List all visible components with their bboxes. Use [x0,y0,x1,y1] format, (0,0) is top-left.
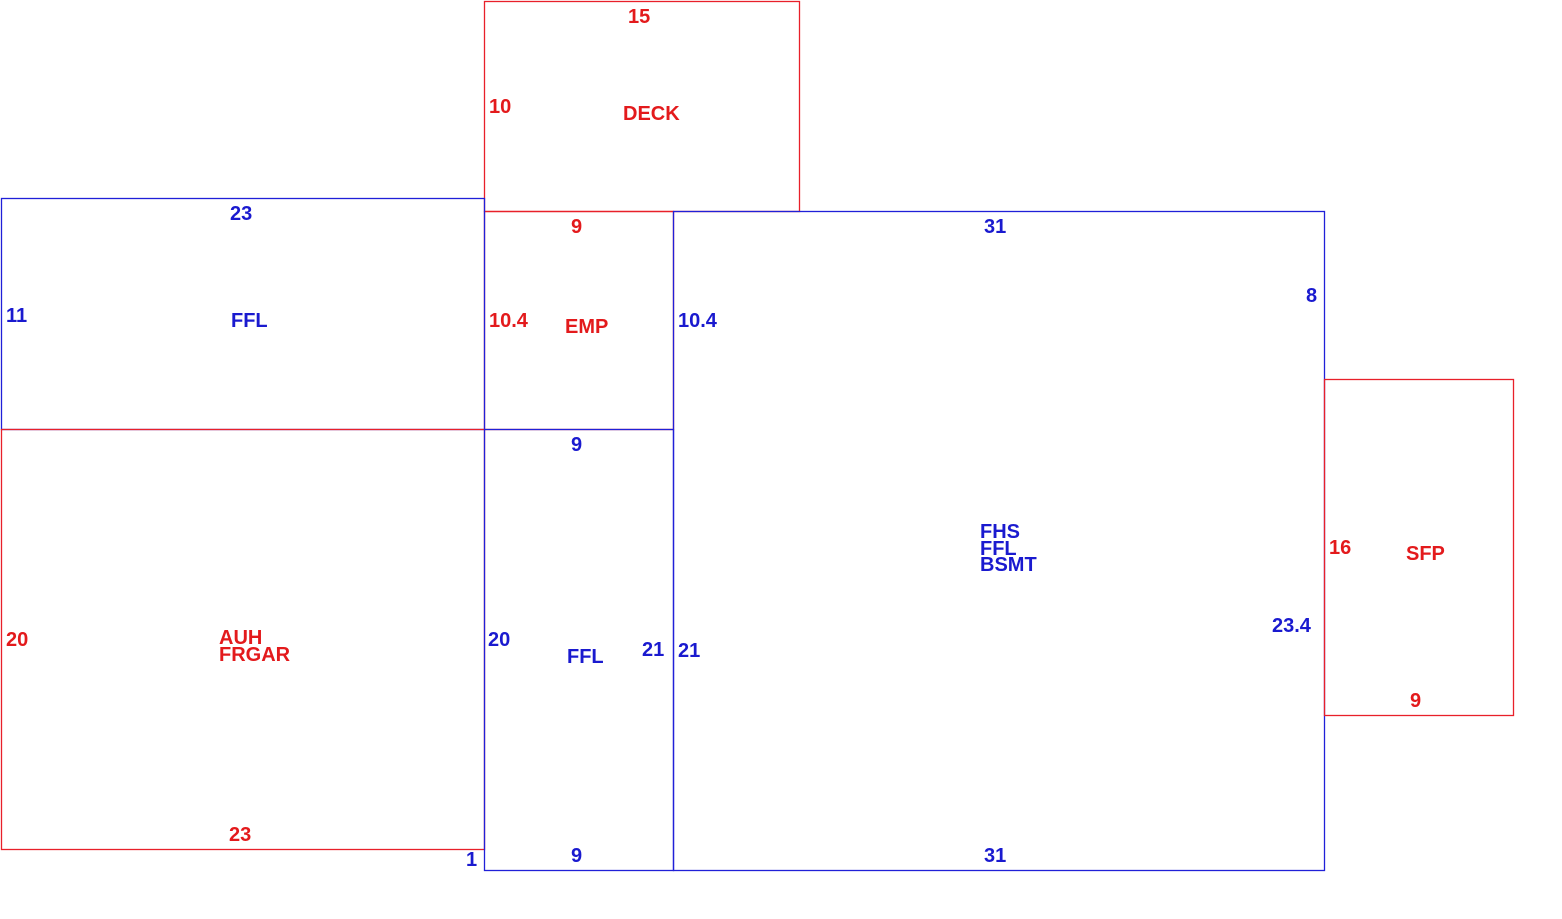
main-dim-right-top: 8 [1306,285,1317,307]
main-dim-left-top: 10.4 [678,310,718,332]
main-label-1: FHS [980,521,1020,543]
frgar-dim-left: 20 [6,629,28,651]
ffl-center-dim-right: 21 [642,639,664,661]
sfp-outline [1323,378,1515,717]
emp-dim-left: 10.4 [489,310,529,332]
frgar-label-2: FRGAR [219,644,291,666]
frgar-dim-bottom: 23 [229,824,251,846]
main-dim-bottom: 31 [984,845,1006,867]
main-dim-top: 31 [984,216,1006,238]
deck-label: DECK [623,103,680,125]
sfp-dim-bottom: 9 [1410,690,1421,712]
emp-label: EMP [565,316,608,338]
ffl-left-dim-top: 23 [230,203,252,225]
main-dim-left-bottom: 21 [678,640,700,662]
emp-dim-top: 9 [571,216,582,238]
sfp-label: SFP [1406,543,1445,565]
main-dim-right-bottom: 23.4 [1272,615,1312,637]
ffl-center-label: FFL [567,646,604,668]
deck-dim-left: 10 [489,96,511,118]
ffl-center-dim-bottom: 9 [571,845,582,867]
ffl-center-dim-left: 20 [488,629,510,651]
ffl-center-dim-offset: 1 [466,849,477,871]
frgar-label-1: AUH [219,627,262,649]
main-label-3: BSMT [980,554,1037,576]
ffl-left-dim-left: 11 [6,305,27,327]
main-label-2: FFL [980,538,1017,560]
sfp-dim-left: 16 [1329,537,1351,559]
ffl-center-dim-top: 9 [571,434,582,456]
deck-dim-top: 15 [628,6,650,28]
ffl-left-label: FFL [231,310,268,332]
